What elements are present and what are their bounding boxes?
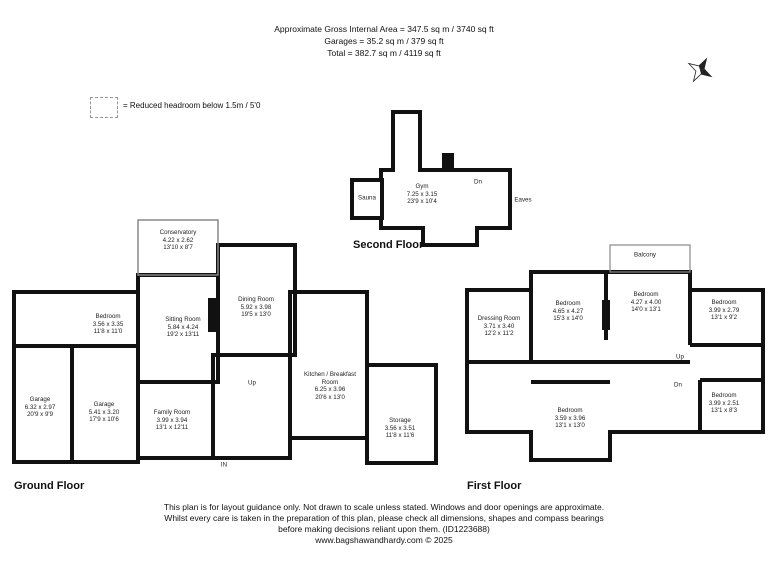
balcony-label: Balcony [633, 251, 657, 259]
legend-text: = Reduced headroom below 1.5m / 5'0 [123, 101, 261, 110]
sauna-label: Sauna [358, 194, 376, 202]
balcony-outline [609, 244, 691, 273]
ground-floor-title: Ground Floor [14, 480, 85, 492]
disclaimer-line-2: Whilst every care is taken in the prepar… [164, 513, 604, 523]
disclaimer-line-3: before making decisions reliant upon the… [278, 524, 490, 534]
second-floor-title: Second Floor [353, 239, 424, 251]
first-floor-title: First Floor [467, 480, 522, 492]
entrance-label: IN [220, 461, 228, 469]
stairs-up-label: Up [676, 353, 684, 361]
gross-area-text: Approximate Gross Internal Area = 347.5 … [274, 24, 494, 34]
garages-area-text: Garages = 35.2 sq m / 379 sq ft [324, 36, 444, 46]
ground-floor-walls [12, 243, 438, 465]
disclaimer-line-1: This plan is for layout guidance only. N… [163, 502, 605, 512]
chimney-breast [208, 298, 218, 332]
compass-rose-icon [687, 57, 713, 83]
eaves-label: Eaves [514, 196, 532, 204]
disclaimer: This plan is for layout guidance only. N… [0, 502, 768, 546]
total-area-text: Total = 382.7 sq m / 4119 sq ft [327, 48, 441, 58]
stairs-up-label: Up [248, 379, 256, 387]
website-copyright: www.bagshawandhardy.com © 2025 [315, 535, 453, 545]
stairs-down-label: Dn [474, 178, 482, 186]
reduced-headroom-swatch [90, 97, 118, 118]
second-floor-walls [350, 110, 512, 247]
conservatory-outline [137, 219, 219, 276]
stairs-down-label: Dn [674, 381, 682, 389]
